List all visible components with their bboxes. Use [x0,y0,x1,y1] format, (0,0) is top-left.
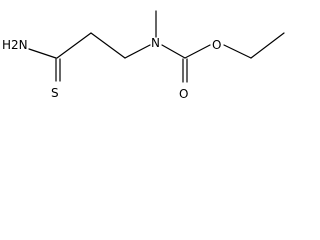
bond-nh2-c1 [28,48,57,59]
bond-o-c5 [223,44,252,59]
bond-c2-c3 [90,32,126,59]
sulfur-atom-label: S [51,86,59,100]
bond-lines [28,10,285,83]
carbonyl-oxygen-label: O [179,87,188,101]
amine-group-label: H2N [2,38,28,52]
bond-c1-c2 [56,32,92,59]
bond-c4-o-ester [184,44,211,59]
atom-labels: H2N S N O O [2,36,221,101]
nitrogen-atom-label: N [151,36,160,50]
ester-oxygen-label: O [212,38,221,52]
molecule-structure-diagram: H2N S N O O [2,10,285,101]
bond-c5-c6 [250,32,285,59]
bond-n-c4 [161,44,186,59]
bond-c3-n [124,44,151,59]
